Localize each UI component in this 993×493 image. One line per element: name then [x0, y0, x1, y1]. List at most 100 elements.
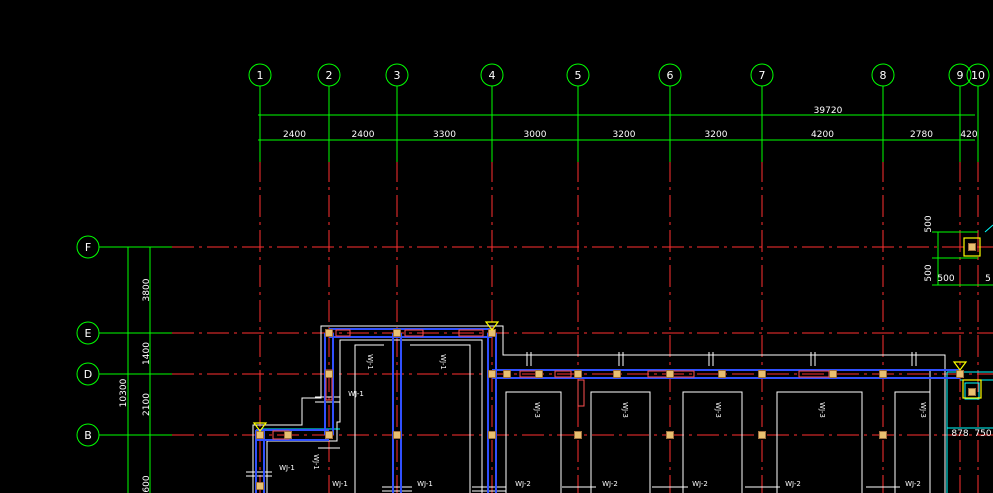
- column-bubble-8: 8: [871, 63, 895, 162]
- wall-label: WJ-1: [348, 390, 364, 398]
- column-label: 3: [394, 69, 401, 82]
- wall-label: WJ-3: [919, 402, 927, 418]
- beams: [255, 328, 960, 493]
- dim-span-label: 2400: [352, 130, 375, 140]
- left-dimensions: [120, 246, 156, 493]
- pile-marker: [666, 370, 674, 378]
- pile-marker: [758, 370, 766, 378]
- pile-marker: [325, 431, 333, 439]
- wall-label: WJ-2: [515, 480, 531, 488]
- column-bubble-5: 5: [566, 63, 590, 162]
- wall-label: WJ-1: [366, 354, 374, 370]
- wall-label: WJ-1: [439, 354, 447, 370]
- top-dimensions: [258, 114, 975, 141]
- dim-span-label: 3200: [705, 130, 728, 140]
- column-bubble-6: 6: [658, 63, 682, 162]
- pile-marker: [284, 431, 292, 439]
- row-bubbles: F E D B: [76, 235, 172, 447]
- row-label: D: [84, 368, 92, 381]
- dim-span-label: 3000: [524, 130, 547, 140]
- pile-marker: [879, 370, 887, 378]
- column-label: 4: [489, 69, 496, 82]
- dim-span-label: 2780: [910, 130, 933, 140]
- pile-marker: [256, 431, 264, 439]
- wall-label: WJ-3: [714, 402, 722, 418]
- wall-label: WJ-2: [905, 480, 921, 488]
- wall-label: WJ-1: [417, 480, 433, 488]
- dim-span-label: 420: [960, 130, 977, 140]
- wall-outline: [246, 325, 946, 493]
- wall-label: WJ-3: [533, 402, 541, 418]
- pile-marker: [535, 370, 543, 378]
- column-bubble-10: 10: [966, 63, 990, 162]
- row-label: E: [85, 327, 92, 340]
- wall-label: WJ-2: [602, 480, 618, 488]
- pile-marker: [968, 388, 976, 396]
- column-bubble-4: 4: [480, 63, 504, 162]
- pile-marker: [488, 431, 496, 439]
- dim-left-span-label: 2100: [142, 393, 152, 416]
- dim-right-b2: 750: [974, 429, 991, 439]
- dim-right-h2: 5: [985, 274, 991, 284]
- row-label: F: [85, 241, 91, 254]
- dim-right-h1: 500: [937, 274, 954, 284]
- pile-marker: [256, 482, 264, 490]
- row-label: B: [84, 429, 92, 442]
- dim-span-label: 2400: [283, 130, 306, 140]
- column-label: 9: [957, 69, 964, 82]
- dim-left-span-labels: 3800 1400 2100 600: [142, 278, 152, 492]
- pile-marker: [758, 431, 766, 439]
- wall-label: WJ-2: [692, 480, 708, 488]
- wall-label: WJ-1: [279, 464, 295, 472]
- column-label: 5: [575, 69, 582, 82]
- pile-markers: [256, 243, 976, 490]
- dim-left-span-label: 1400: [142, 342, 152, 365]
- wall-label: WJ-3: [621, 402, 629, 418]
- pile-marker: [503, 370, 511, 378]
- pile-marker: [829, 370, 837, 378]
- wall-label: WJ-1: [332, 480, 348, 488]
- dim-left-span-label: 600: [142, 475, 152, 492]
- dim-right-v2: 500: [924, 264, 934, 281]
- right-dimensions: [932, 231, 993, 286]
- pile-marker: [325, 370, 333, 378]
- pile-marker: [393, 431, 401, 439]
- pile-marker: [956, 370, 964, 378]
- pile-marker: [574, 370, 582, 378]
- column-label: 6: [667, 69, 674, 82]
- grid-axes: [172, 160, 993, 493]
- pile-marker: [574, 431, 582, 439]
- column-label: 1: [257, 69, 264, 82]
- column-bubble-2: 2: [317, 63, 341, 162]
- pile-marker: [718, 370, 726, 378]
- dim-total-width: 39720: [814, 106, 843, 116]
- beam-bars: [272, 329, 830, 440]
- column-label: 7: [759, 69, 766, 82]
- column-bubble-9: 9: [948, 63, 972, 162]
- pile-marker: [393, 329, 401, 337]
- dim-right-v1: 500: [924, 215, 934, 232]
- wall-label: WJ-2: [785, 480, 801, 488]
- wall-label: WJ-1: [312, 454, 320, 470]
- pile-marker: [879, 431, 887, 439]
- dim-span-label: 3200: [613, 130, 636, 140]
- column-bubble-7: 7: [750, 63, 774, 162]
- pile-marker: [488, 370, 496, 378]
- dim-span-labels: 2400 2400 3300 3000 3200 3200 4200 2780 420: [283, 130, 978, 140]
- pile-marker: [325, 329, 333, 337]
- column-bubble-3: 3: [385, 63, 409, 162]
- section-markers: [252, 237, 982, 432]
- dim-right-b1: 878: [951, 429, 968, 439]
- dim-span-label: 3300: [433, 130, 456, 140]
- pile-marker: [613, 370, 621, 378]
- column-label: 2: [326, 69, 333, 82]
- column-label: 8: [880, 69, 887, 82]
- dim-span-label: 4200: [811, 130, 834, 140]
- dim-left-span-label: 3800: [142, 278, 152, 301]
- pile-marker: [666, 431, 674, 439]
- column-bubble-1: 1: [248, 63, 272, 162]
- wall-label: WJ-3: [818, 402, 826, 418]
